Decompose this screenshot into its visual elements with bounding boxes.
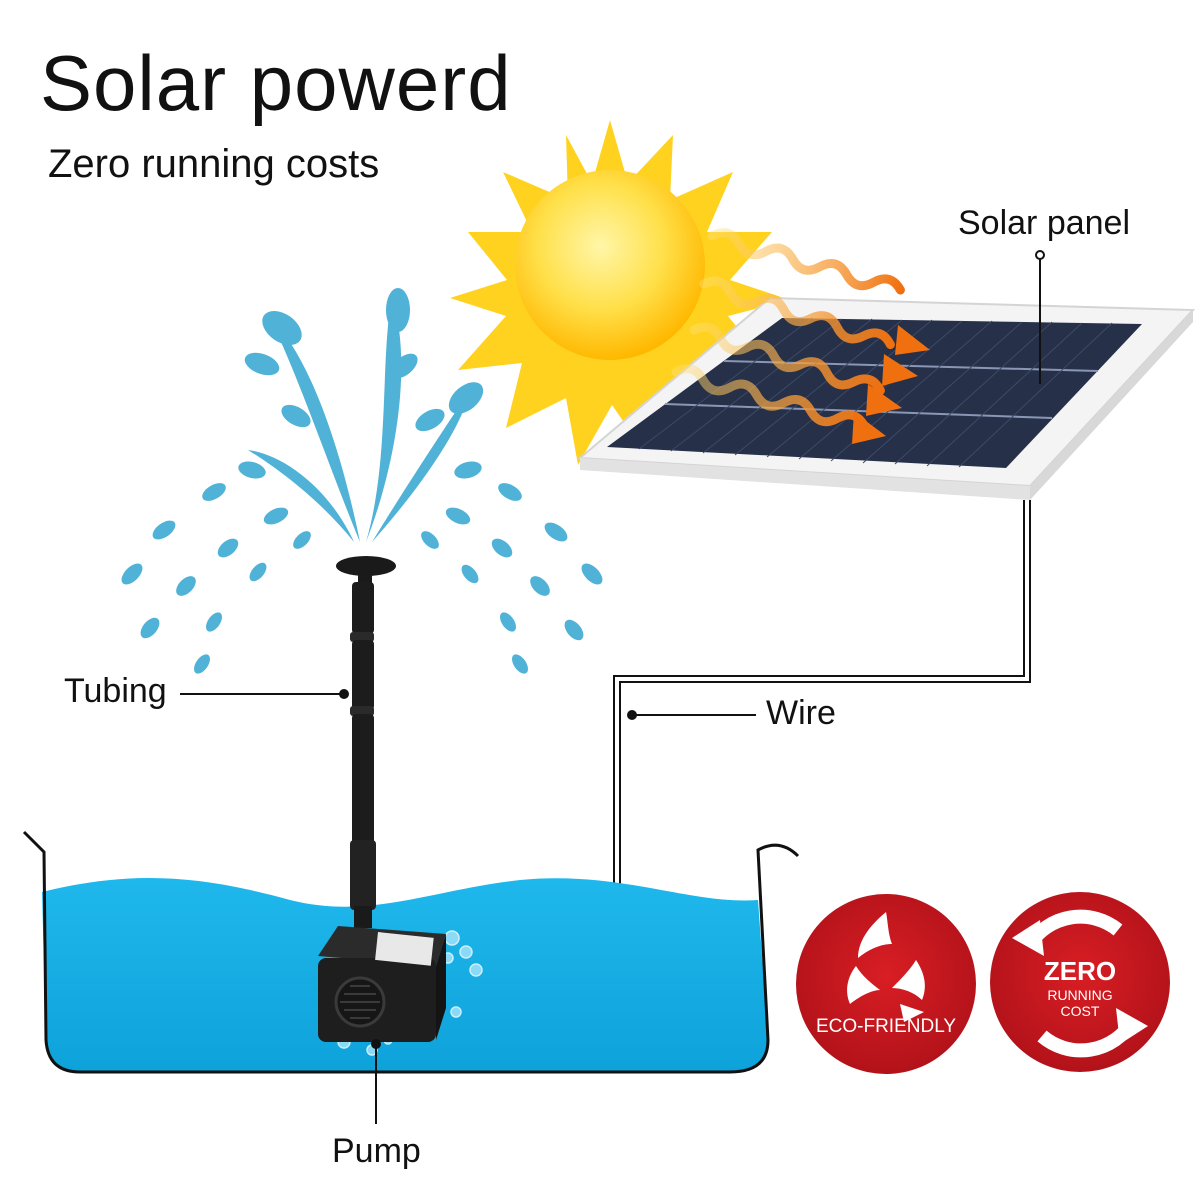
fountain-tubing <box>336 556 396 928</box>
wire-label: Wire <box>766 694 836 732</box>
cost-text: COST <box>1061 1003 1100 1019</box>
water-spray <box>121 288 603 674</box>
tubing-label: Tubing <box>64 672 167 710</box>
page-title: Solar powerd <box>40 39 512 127</box>
solar-panel-label: Solar panel <box>958 204 1131 242</box>
leader-lines <box>180 256 1041 1124</box>
eco-friendly-text: ECO-FRIENDLY <box>816 1016 956 1037</box>
sun-rays <box>671 228 905 431</box>
eco-friendly-badge: ECO-FRIENDLY <box>796 894 976 1074</box>
zero-text: ZERO <box>1044 956 1116 986</box>
page-subtitle: Zero running costs <box>48 142 380 186</box>
running-text: RUNNING <box>1047 987 1112 1003</box>
pump <box>318 926 446 1042</box>
zero-running-cost-badge: ZERO RUNNING COST <box>990 892 1170 1072</box>
leader-dots <box>339 250 1045 1049</box>
ray-arrowheads <box>852 325 930 444</box>
pump-label: Pump <box>332 1132 421 1170</box>
leaf-triangle-icon <box>847 912 925 1022</box>
